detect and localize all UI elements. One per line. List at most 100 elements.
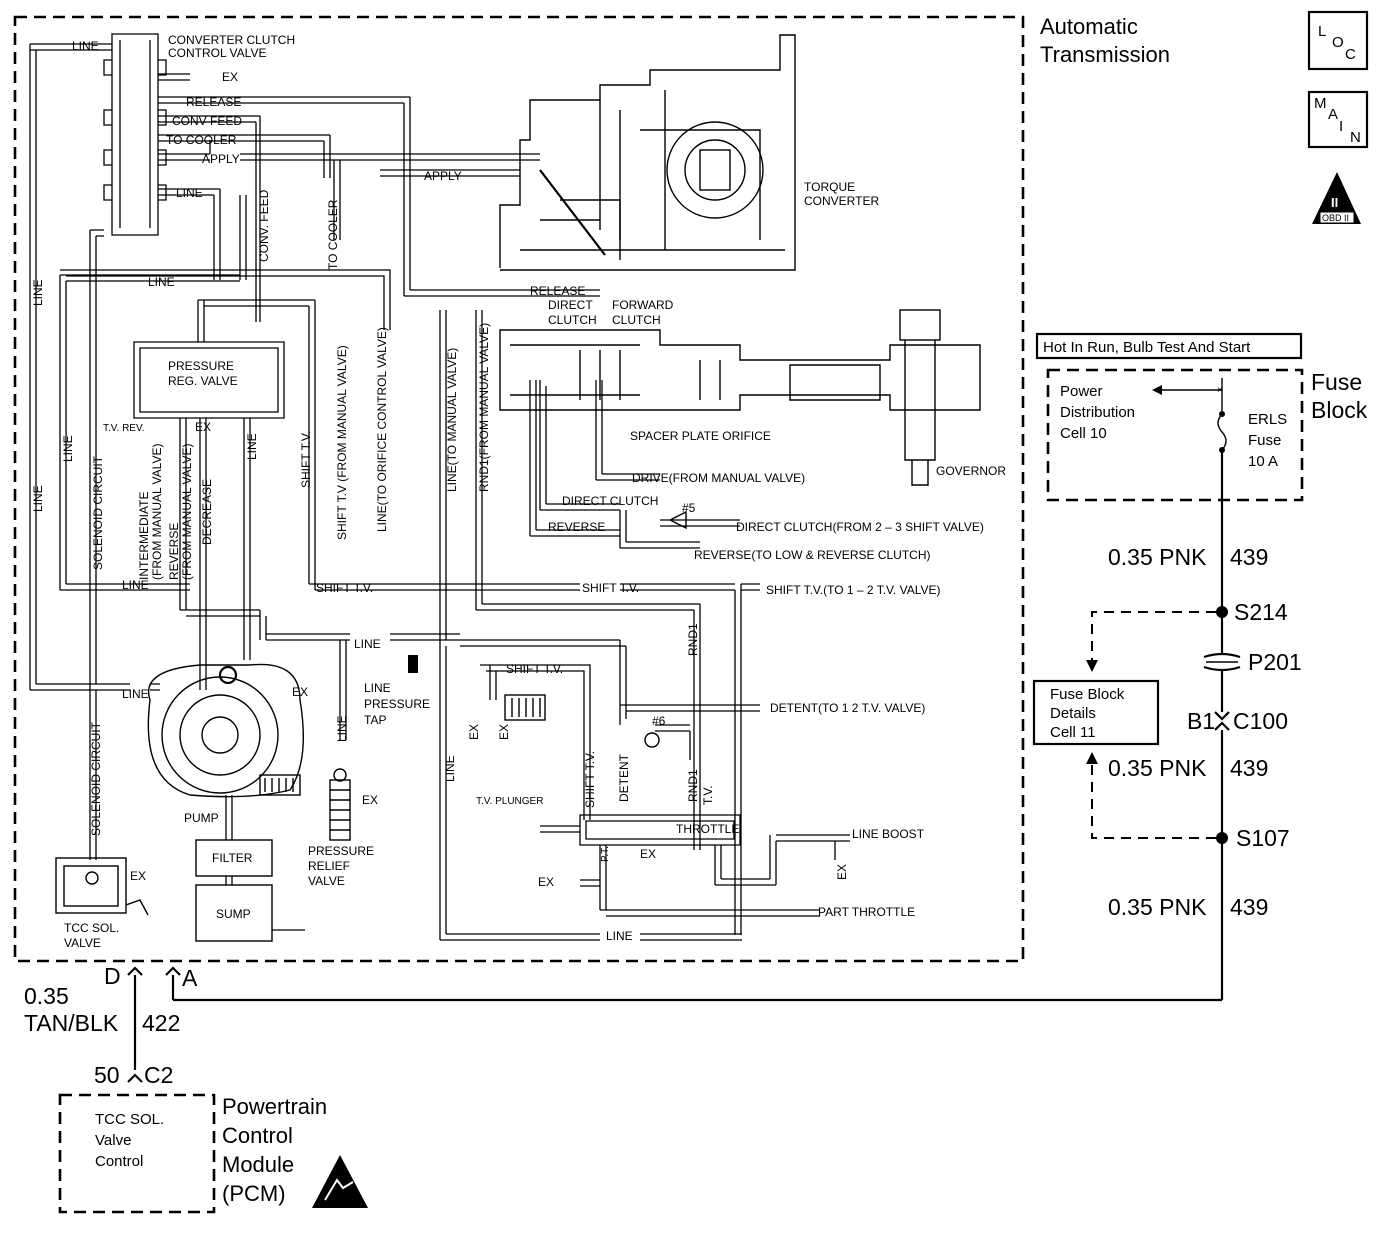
label-line-top: LINE — [72, 39, 99, 53]
pin-d-label: D — [104, 963, 121, 989]
clutch-assembly-drawing — [499, 309, 981, 486]
label-release: RELEASE — [186, 95, 241, 109]
pcm-wire-circuit: 422 — [142, 1010, 180, 1036]
label-pt: P.T. — [600, 846, 611, 862]
hot-in-run-label: Hot In Run, Bulb Test And Start — [1043, 339, 1251, 356]
tcc-solenoid-valve-drawing[interactable] — [55, 857, 149, 916]
connector-c100-label: C100 — [1233, 708, 1288, 734]
loc-badge[interactable]: L O C — [1307, 10, 1369, 71]
label-detent-v: DETENT — [617, 753, 631, 802]
main-badge[interactable]: M A I N — [1307, 90, 1369, 149]
wire-bottom-circuit: 439 — [1230, 894, 1268, 920]
label-shift-tv-12: SHIFT T.V.(TO 1 – 2 T.V. VALVE) — [766, 583, 941, 597]
connector-p201-label: P201 — [1248, 649, 1302, 675]
label-shift-tv-manual: SHIFT T.V (FROM MANUAL VALVE) — [335, 345, 349, 540]
label-apply-mid: APPLY — [424, 169, 462, 183]
label-solenoid-circuit-2: SOLENOID CIRCUIT — [89, 721, 103, 836]
label-reverse-manual: REVERSE(FROM MANUAL VALVE) — [167, 444, 194, 580]
label-line-6: LINE — [122, 687, 149, 701]
label-ex-top: EX — [222, 70, 238, 84]
loc-letter-2: O — [1332, 34, 1344, 51]
fuse-block-boundary — [1046, 368, 1304, 502]
label-line-7: LINE — [606, 929, 633, 943]
hydraulic-circuit — [29, 33, 850, 941]
label-governor: GOVERNOR — [936, 464, 1006, 478]
loc-letter-1: L — [1318, 23, 1326, 40]
label-line-manual: LINE(TO MANUAL VALVE) — [445, 348, 459, 492]
label-shift-tv-v2: SHIFT T.V. — [583, 751, 597, 808]
svg-text:×: × — [1217, 385, 1223, 396]
label-direct-clutch-2: DIRECT CLUTCH — [562, 494, 658, 508]
tcc-sol-valve-label: TCC SOL.VALVE — [64, 921, 119, 950]
label-rnd1-v: RND1 — [686, 623, 700, 656]
torque-converter-drawing — [499, 34, 796, 271]
wire-mid-color: 0.35 PNK — [1108, 755, 1207, 781]
main-letter-4: N — [1350, 129, 1361, 146]
hot-in-run-box — [1035, 332, 1303, 360]
fuse-block-details-box[interactable] — [1032, 679, 1160, 746]
label-line-left-2: LINE — [61, 435, 75, 462]
wire-top-circuit: 439 — [1230, 544, 1268, 570]
obd-ii-icon[interactable]: OBD II II — [1312, 172, 1361, 224]
pcm-connector-c2[interactable] — [127, 1073, 143, 1083]
label-line-left-1: LINE — [31, 279, 45, 306]
wire-top-color: 0.35 PNK — [1108, 544, 1207, 570]
obd-mark: II — [1331, 195, 1338, 210]
label-filter: FILTER — [212, 851, 253, 865]
splice-s214-dot[interactable] — [1216, 606, 1228, 618]
check-ball-5 — [668, 510, 687, 530]
main-letter-2: A — [1328, 106, 1338, 123]
connector-c100-icon[interactable] — [1214, 711, 1230, 731]
label-release-2: RELEASE — [530, 284, 585, 298]
label-reverse-low: REVERSE(TO LOW & REVERSE CLUTCH) — [694, 548, 930, 562]
label-conv-feed-v: CONV. FEED — [257, 189, 271, 262]
pcm-connector-label: C2 — [144, 1062, 173, 1088]
splice-s214-label: S214 — [1234, 599, 1288, 625]
label-line-left-3: LINE — [31, 485, 45, 512]
pin-a-connector[interactable] — [165, 966, 181, 976]
label-direct-clutch-23: DIRECT CLUTCH(FROM 2 – 3 SHIFT VALVE) — [736, 520, 984, 534]
label-check-5: #5 — [682, 501, 696, 515]
main-letter-1: M — [1314, 95, 1327, 112]
splice-s107-dot[interactable] — [1216, 832, 1228, 844]
label-apply: APPLY — [202, 152, 240, 166]
label-solenoid-circuit-1: SOLENOID CIRCUIT — [91, 455, 105, 570]
label-line-boost: LINE BOOST — [852, 827, 925, 841]
filter-sump — [195, 795, 305, 942]
label-ex-a: EX — [467, 724, 481, 740]
label-throttle: THROTTLE — [676, 822, 739, 836]
label-conv-feed: CONV FEED — [172, 114, 242, 128]
erls-fuse-icon[interactable]: × — [1152, 378, 1227, 453]
label-tv-plunger: T.V. PLUNGER — [476, 796, 543, 807]
obd-text: OBD II — [1322, 213, 1349, 223]
label-shift-tv-2: SHIFT T.V. — [582, 581, 639, 595]
label-rnd1-v2: RND1 — [686, 769, 700, 802]
main-letter-3: I — [1339, 118, 1343, 135]
label-line-v2: LINE — [335, 715, 349, 742]
label-ex-d: EX — [835, 864, 849, 880]
label-decrease: DECREASE — [200, 479, 214, 545]
label-ex-c: EX — [640, 847, 656, 861]
label-ex-prv: EX — [195, 420, 211, 434]
label-shift-tv-3: SHIFT T.V. — [506, 662, 563, 676]
label-part-throttle: PART THROTTLE — [818, 905, 915, 919]
connector-p201-icon[interactable] — [1203, 652, 1241, 672]
line-pressure-tap-icon — [408, 655, 418, 673]
label-to-cooler: TO COOLER — [166, 133, 237, 147]
label-line-3: LINE — [148, 275, 175, 289]
label-reverse: REVERSE — [548, 520, 605, 534]
label-shift-tv-1: SHIFT T.V. — [316, 581, 373, 595]
label-detent-12: DETENT(TO 1 2 T.V. VALVE) — [770, 701, 925, 715]
pressure-relief-valve — [329, 768, 351, 841]
s214-detail-link — [1091, 611, 1216, 662]
pump-drawing — [147, 663, 304, 798]
